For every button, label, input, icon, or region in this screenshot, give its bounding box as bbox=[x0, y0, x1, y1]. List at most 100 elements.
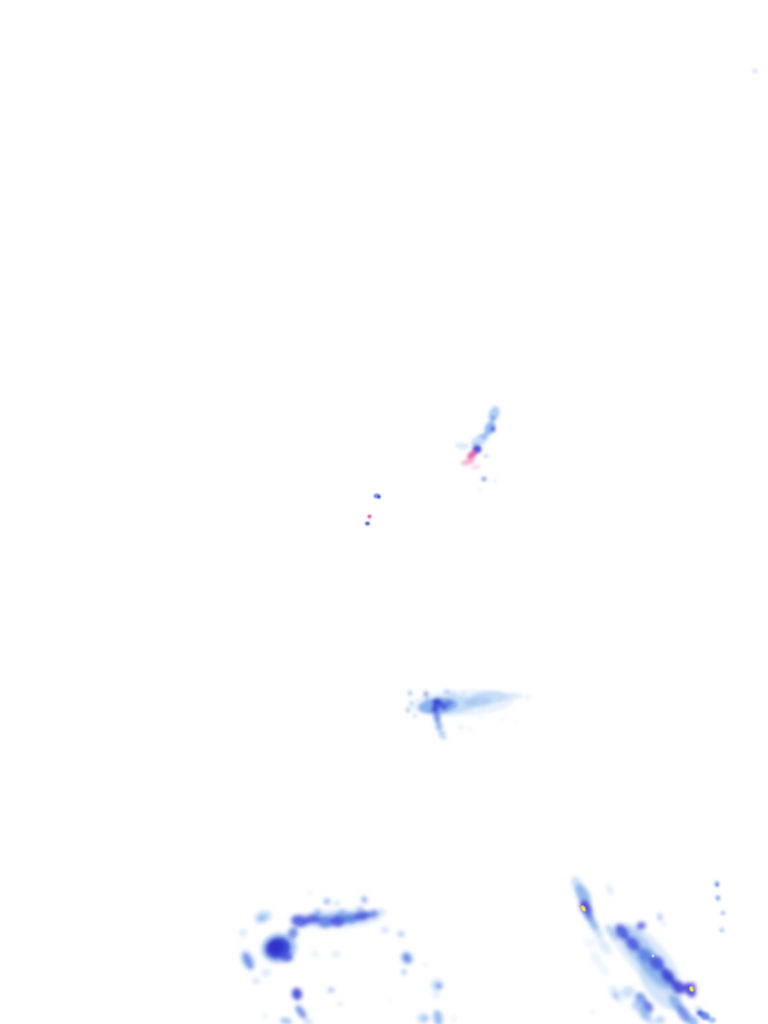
radar-echo-blob bbox=[408, 690, 412, 696]
radar-echo-blob bbox=[752, 68, 758, 74]
radar-echo-blob bbox=[423, 691, 429, 697]
radar-echo-blob bbox=[500, 718, 506, 722]
radar-echo-blob bbox=[422, 1016, 428, 1022]
radar-echo-blob bbox=[305, 913, 321, 925]
radar-echo-blob bbox=[445, 699, 453, 707]
radar-echo-blob bbox=[676, 1005, 692, 1023]
radar-echo-blob bbox=[488, 406, 500, 422]
radar-echo-blob bbox=[617, 997, 625, 1005]
radar-echo-blob bbox=[613, 992, 619, 1000]
radar-echo-blob bbox=[436, 983, 442, 989]
radar-echo-blob bbox=[621, 985, 635, 999]
radar-echo-blob bbox=[660, 968, 676, 984]
radar-echo-blob bbox=[648, 1020, 656, 1024]
radar-echo-blob bbox=[655, 1016, 665, 1024]
echo-southwest-swirl bbox=[239, 891, 457, 1024]
radar-echo-blob bbox=[242, 952, 254, 970]
radar-echo-blob bbox=[697, 1010, 703, 1016]
radar-echo-blob bbox=[614, 923, 630, 941]
radar-echo-blob bbox=[651, 954, 655, 958]
radar-echo-blob bbox=[581, 905, 586, 912]
radar-echo-blob bbox=[239, 929, 247, 937]
radar-echo-blob bbox=[478, 488, 482, 492]
radar-echo-blob bbox=[715, 895, 721, 901]
radar-echo-blob bbox=[584, 939, 596, 947]
radar-echo-blob bbox=[491, 416, 495, 420]
radar-echo-blob bbox=[399, 932, 403, 936]
radar-echo-blob bbox=[291, 988, 303, 1000]
radar-echo-blob bbox=[377, 495, 381, 499]
radar-echo-blob bbox=[657, 913, 663, 921]
radar-echo-blob bbox=[378, 908, 386, 916]
radar-echo-blob bbox=[317, 915, 333, 929]
radar-echo-blob bbox=[433, 711, 441, 723]
radar-echo-blob bbox=[435, 721, 443, 731]
radar-echo-blob bbox=[365, 521, 370, 526]
radar-echo-blob bbox=[480, 432, 488, 440]
radar-echo-blob bbox=[337, 1002, 343, 1006]
radar-echo-blob bbox=[367, 514, 372, 519]
radar-echo-blob bbox=[522, 694, 532, 700]
radar-echo-blob bbox=[479, 716, 483, 720]
radar-echo-blob bbox=[626, 936, 640, 952]
radar-echo-blob bbox=[490, 426, 496, 432]
radar-echo-blob bbox=[484, 454, 488, 458]
radar-echo-blob bbox=[638, 947, 652, 963]
echo-southeast-band bbox=[571, 876, 705, 1024]
radar-echo-blob bbox=[432, 992, 440, 998]
margin-specks bbox=[697, 68, 758, 1023]
radar-echo-blob bbox=[403, 953, 411, 963]
radar-echo-blob bbox=[356, 906, 364, 912]
radar-echo-blob bbox=[589, 918, 599, 932]
radar-echo-blob bbox=[441, 735, 447, 741]
radar-echo-blob bbox=[311, 951, 319, 957]
specks-mid-left bbox=[365, 493, 381, 526]
radar-echo-blob bbox=[590, 1009, 596, 1015]
radar-echo-blob bbox=[328, 987, 334, 993]
radar-echo-blob bbox=[598, 939, 612, 955]
radar-echo-blob bbox=[461, 691, 467, 695]
radar-echo-blob bbox=[330, 914, 346, 928]
radar-echo-blob bbox=[409, 700, 413, 706]
radar-echo-blob bbox=[413, 714, 417, 718]
radar-echo-blob bbox=[575, 884, 591, 906]
radar-echo-blob bbox=[450, 692, 456, 696]
radar-echo-blob bbox=[451, 1015, 457, 1023]
radar-echo-blob bbox=[334, 900, 340, 906]
radar-echo-blob bbox=[638, 1006, 652, 1022]
radar-echo-blob bbox=[719, 927, 725, 933]
radar-echo-blob bbox=[443, 689, 451, 695]
radar-echo-blob bbox=[661, 923, 665, 927]
radar-echo-blob bbox=[314, 909, 322, 915]
radar-echo-blob bbox=[513, 719, 517, 723]
radar-echo-blob bbox=[258, 914, 266, 922]
radar-echo-blob bbox=[594, 928, 604, 940]
radar-echo-blob bbox=[388, 999, 392, 1003]
radar-echo-blob bbox=[281, 952, 293, 962]
radar-echo-blob bbox=[471, 464, 481, 470]
echo-upper-center bbox=[455, 406, 500, 492]
radar-echo-blob bbox=[280, 1017, 292, 1024]
radar-echo-blob bbox=[649, 955, 665, 971]
radar-echo-blob bbox=[367, 909, 379, 919]
radar-echo-blob bbox=[671, 979, 685, 995]
radar-echo-blob bbox=[291, 914, 309, 928]
echo-central-band bbox=[406, 689, 532, 741]
radar-echo-blob bbox=[467, 728, 473, 732]
radar-echo-blob bbox=[268, 939, 284, 955]
radar-echo-blob bbox=[590, 950, 602, 966]
radar-echo-blob bbox=[406, 707, 410, 713]
radar-echo-blob bbox=[467, 450, 477, 460]
radar-echo-blob bbox=[261, 969, 271, 977]
radar-echo-blob bbox=[363, 899, 367, 903]
radar-echo-blob bbox=[381, 926, 389, 934]
radar-echo-blob bbox=[433, 1010, 443, 1024]
radar-echo-blob bbox=[708, 1017, 716, 1023]
radar-echo-blob bbox=[354, 910, 370, 922]
radar-echo-blob bbox=[308, 891, 312, 895]
radar-echo-blob bbox=[423, 963, 427, 967]
radar-echo-blob bbox=[425, 697, 429, 701]
radar-echo-blob bbox=[464, 696, 492, 708]
